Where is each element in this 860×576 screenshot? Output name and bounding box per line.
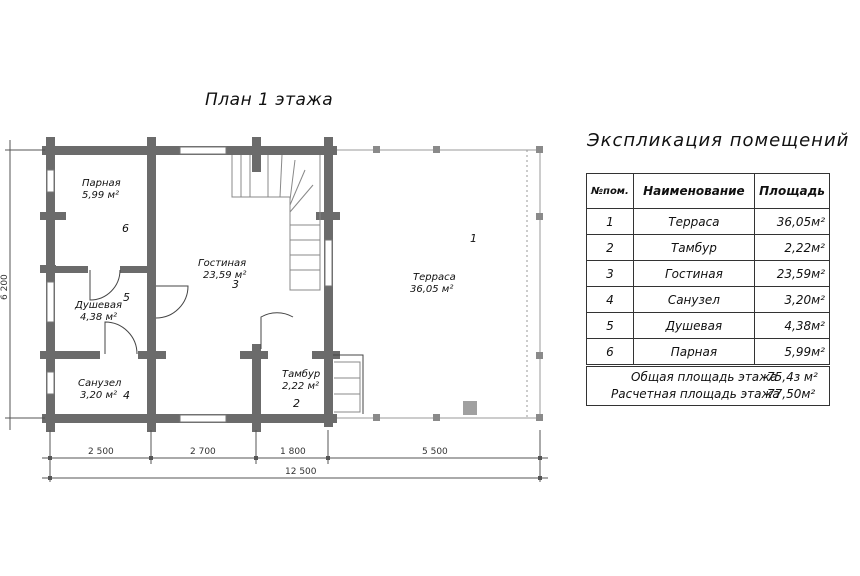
staircase (231, 154, 361, 413)
table-row: 5 Душевая 4,38м² (586, 312, 830, 339)
dimension-lines (5, 140, 548, 482)
room-area-gostinaya: 23,59 м² (203, 270, 246, 281)
windows (46, 146, 333, 423)
plan-title: План 1 этажа (205, 90, 334, 110)
doors (89, 269, 364, 414)
room-name-terrasa: Терраса (413, 272, 456, 283)
row-area: 23,59м² (754, 260, 830, 287)
dim-segment-2: 2 700 (190, 447, 216, 457)
totals-box: Общая площадь этажа 75,4з м² Расчетная п… (586, 366, 830, 406)
room-area-terrasa: 36,05 м² (410, 284, 453, 295)
row-area: 4,38м² (754, 312, 830, 339)
room-area-sanuzel: 3,20 м² (80, 390, 117, 401)
row-area: 2,22м² (754, 234, 830, 261)
room-marker-1 (466, 230, 482, 246)
room-name-sanuzel: Санузел (78, 378, 122, 389)
calc-area-value: 77,50м² (767, 387, 816, 401)
col-num-header: №пом. (586, 173, 634, 209)
row-num: 4 (586, 286, 634, 313)
row-name: Санузел (632, 286, 756, 313)
dim-segment-4: 5 500 (422, 447, 448, 457)
col-area-header: Площадь (754, 173, 830, 209)
row-num: 6 (586, 338, 634, 365)
table-row: 1 Терраса 36,05м² (586, 208, 830, 235)
explication-title: Экспликация помещений (587, 130, 850, 151)
table-header-row: №пом. Наименование Площадь (586, 173, 830, 209)
calc-area-label: Расчетная площадь этажа (611, 387, 780, 401)
room-num-1: 1 (470, 232, 477, 245)
row-num: 5 (586, 312, 634, 339)
dimension-ticks (48, 456, 542, 480)
room-num-3: 3 (232, 278, 239, 291)
room-area-dushevaya: 4,38 м² (80, 312, 117, 323)
row-name: Гостиная (632, 260, 756, 287)
row-area: 5,99м² (754, 338, 830, 365)
row-area: 3,20м² (754, 286, 830, 313)
row-name: Парная (632, 338, 756, 365)
room-name-dushevaya: Душевая (74, 300, 122, 311)
table-row: 6 Парная 5,99м² (586, 338, 830, 365)
row-name: Терраса (632, 208, 756, 235)
row-name: Душевая (632, 312, 756, 339)
dim-total-height: 6 200 (0, 274, 10, 300)
room-marker-6 (118, 220, 134, 236)
table-row: 2 Тамбур 2,22м² (586, 234, 830, 261)
dim-segment-1: 2 500 (88, 447, 114, 457)
col-name-header: Наименование (632, 173, 756, 209)
row-name: Тамбур (632, 234, 756, 261)
room-area-parnaya: 5,99 м² (82, 190, 119, 201)
row-area: 36,05м² (754, 208, 830, 235)
room-num-2: 2 (293, 397, 300, 410)
room-num-5: 5 (123, 291, 130, 304)
total-area-value: 75,4з м² (767, 370, 818, 384)
table-row: 3 Гостиная 23,59м² (586, 260, 830, 287)
room-name-parnaya: Парная (82, 178, 121, 189)
total-area-label: Общая площадь этажа (631, 370, 778, 384)
row-num: 3 (586, 260, 634, 287)
room-marker-2 (289, 395, 305, 411)
row-num: 2 (586, 234, 634, 261)
row-num: 1 (586, 208, 634, 235)
room-area-tambur: 2,22 м² (282, 381, 319, 392)
room-num-6: 6 (122, 222, 129, 235)
terrace-posts (373, 146, 543, 421)
room-num-4: 4 (123, 389, 130, 402)
room-name-tambur: Тамбур (282, 368, 320, 380)
dim-segment-3: 1 800 (280, 447, 306, 457)
dim-total-width: 12 500 (285, 467, 317, 477)
room-name-gostinaya: Гостиная (198, 258, 246, 269)
explication-table: №пом. Наименование Площадь 1 Терраса 36,… (586, 173, 830, 365)
table-row: 4 Санузел 3,20м² (586, 286, 830, 313)
